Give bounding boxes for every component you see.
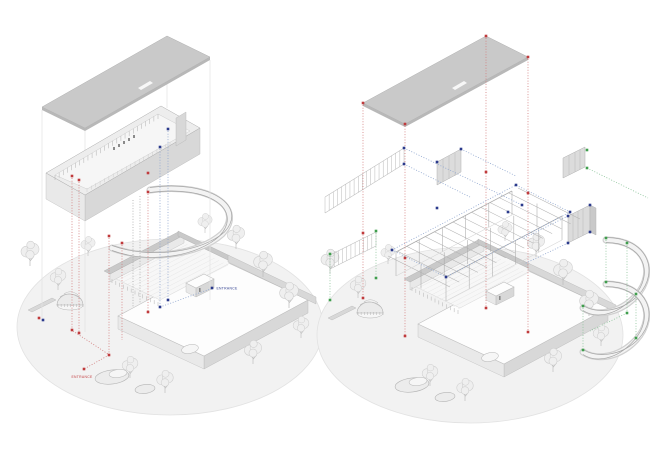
- left-ground-plan: [17, 213, 323, 415]
- gray-alignment-lines: [132, 196, 141, 308]
- blue-alignment-dots-right: [390, 146, 592, 279]
- roof-plane-right: [362, 35, 529, 127]
- red-alignment-lines: [71, 178, 149, 370]
- frame-columns-row1: [395, 191, 513, 276]
- railing-ticks: [54, 114, 159, 180]
- railing-ticks-2: [86, 142, 171, 192]
- projection-lines: [41, 40, 211, 332]
- curved-ramp: [108, 185, 233, 259]
- blue-alignment-dots: [41, 127, 214, 322]
- red-alignment-dots: [37, 171, 150, 371]
- stair-core: [175, 111, 187, 147]
- wall-panel-right-box: [567, 204, 597, 244]
- fence-panel-long: [324, 147, 405, 214]
- green-alignment-dots-right: [328, 148, 638, 352]
- frame-columns-row3: [445, 216, 563, 301]
- wall-panel-mid-slats: [442, 153, 456, 182]
- fence-panel-low-left: [329, 231, 377, 270]
- right-diagram-structure: [317, 34, 650, 423]
- entrance-label-upper: ENTRANCE: [217, 287, 238, 291]
- wall-panel-top-right: [562, 146, 586, 179]
- green-alignment-lines-right: [329, 167, 649, 348]
- structural-frame: [387, 187, 581, 302]
- entrance-label-ground: ENTRANCE: [71, 375, 92, 379]
- left-diagram-circulation: ENTRANCE ENTRANCE: [17, 35, 323, 415]
- blue-alignment-lines: [159, 131, 211, 308]
- furniture-marks: [113, 135, 135, 150]
- upper-floor-volume: [45, 105, 201, 222]
- frame-columns-row2: [420, 203, 538, 289]
- roof-plane: [41, 35, 211, 131]
- red-alignment-dots-right: [361, 34, 530, 338]
